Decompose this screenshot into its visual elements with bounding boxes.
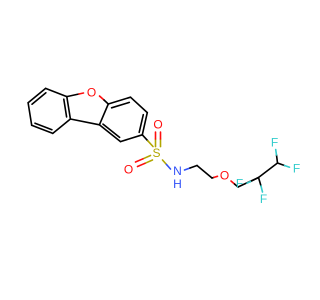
ring-oxygen-label: O — [87, 86, 96, 100]
bond — [147, 140, 154, 148]
bond — [165, 163, 172, 170]
bond — [276, 162, 286, 167]
fluorine-label: F — [236, 177, 243, 191]
fluorine-label: F — [293, 162, 300, 176]
bond — [283, 164, 291, 168]
bond — [275, 154, 279, 164]
bond — [183, 167, 191, 171]
bond — [98, 124, 122, 143]
bond — [141, 111, 149, 136]
bond — [257, 176, 262, 187]
fluorine-label: F — [260, 192, 267, 206]
right-benzene-ring — [98, 96, 149, 143]
sulfur-label: S — [152, 146, 160, 160]
bond — [69, 118, 101, 126]
furan-ring — [66, 92, 110, 126]
bond — [66, 93, 80, 98]
bond — [189, 164, 198, 169]
aromatic-bond — [138, 113, 145, 134]
aromatic-bond — [34, 122, 53, 131]
bond — [249, 176, 260, 183]
aromatic-bond — [62, 98, 68, 118]
bond — [129, 96, 149, 114]
molecule-structure: O S O O N H O F F F F — [27, 86, 300, 207]
bond — [27, 87, 47, 104]
bond — [30, 124, 54, 135]
bond — [161, 159, 168, 166]
sulfonyl-oxygen-top-label: O — [153, 118, 162, 132]
bond — [119, 134, 144, 143]
bond — [51, 118, 72, 135]
bond — [196, 164, 213, 179]
bond — [66, 95, 72, 120]
bond — [103, 99, 110, 105]
bond — [78, 92, 85, 95]
bond — [142, 154, 152, 160]
atom-labels: O S O O N H O F F F F — [87, 86, 300, 207]
left-benzene-ring — [27, 87, 72, 135]
bond — [98, 95, 105, 101]
bond — [246, 180, 252, 184]
nitrogen-hydrogen-label: H — [173, 177, 182, 191]
ether-oxygen-label: O — [220, 169, 229, 183]
sulfonamide-group — [134, 131, 172, 170]
bond — [134, 158, 144, 163]
nitrogen-label: N — [173, 164, 182, 178]
aromatic-bond — [102, 123, 121, 139]
bond — [260, 185, 264, 193]
fluorine-label: F — [271, 136, 278, 150]
bond — [257, 162, 279, 179]
bond — [98, 103, 110, 126]
sulfonyl-oxygen-bottom-label: O — [124, 163, 133, 177]
bond — [274, 148, 278, 156]
bond — [107, 96, 132, 105]
bond — [144, 159, 154, 165]
bond — [27, 102, 33, 127]
bond — [141, 134, 149, 142]
bond — [136, 162, 146, 168]
bond — [213, 175, 219, 179]
aromatic-bond — [110, 101, 131, 109]
aromatic-bond — [31, 92, 47, 105]
side-chain — [183, 148, 291, 193]
bond — [44, 87, 68, 98]
